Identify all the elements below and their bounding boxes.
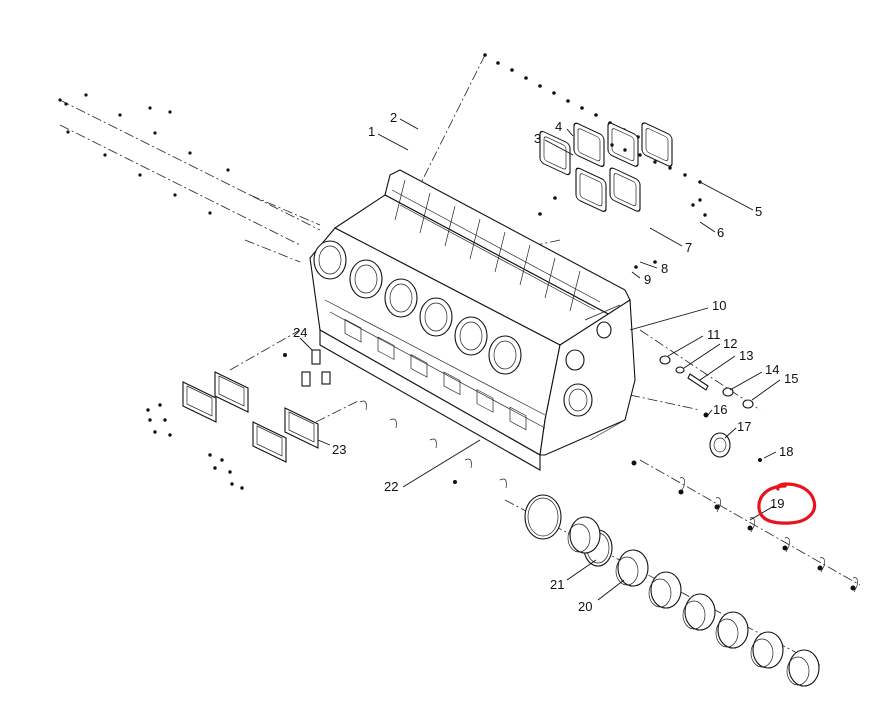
callout-21: 21 [550,577,564,592]
callout-13: 13 [739,348,753,363]
callout-10: 10 [712,298,726,313]
thrust-rings [524,494,613,567]
callout-1: 1 [368,124,375,139]
callout-16: 16 [713,402,727,417]
callout-15: 15 [784,371,798,386]
fittings-22-hooks [359,400,507,489]
callout-labels: 1 2 3 4 5 6 7 8 9 10 11 12 13 14 15 16 1… [293,110,798,614]
cylinder-bores [313,240,522,375]
callout-24: 24 [293,325,307,340]
callout-2: 2 [390,110,397,125]
callout-22: 22 [384,479,398,494]
callout-19: 19 [770,496,784,511]
side-covers-left [182,371,319,463]
bearing-shells [567,516,820,687]
callout-17: 17 [737,419,751,434]
callout-7: 7 [685,240,692,255]
bearing-cap-bolts [678,477,858,593]
callout-6: 6 [717,225,724,240]
callout-11: 11 [707,327,721,342]
callout-9: 9 [644,272,651,287]
callout-8: 8 [661,261,668,276]
side-cover-bolt-dots [146,403,244,490]
block-side-openings [344,318,527,431]
callout-5: 5 [755,204,762,219]
inspection-covers-top [539,122,673,212]
fittings-24 [283,349,331,387]
callout-23: 23 [332,442,346,457]
callout-12: 12 [723,336,737,351]
callout-14: 14 [765,362,779,377]
callout-20: 20 [578,599,592,614]
callout-4: 4 [555,119,562,134]
bolt-dots-top-left [58,93,230,215]
callout-3: 3 [534,131,541,146]
callout-18: 18 [779,444,793,459]
front-small-parts [631,355,762,466]
leader-lines [299,118,781,601]
highlight-circle-19 [757,482,817,525]
block-front-end [563,304,626,441]
